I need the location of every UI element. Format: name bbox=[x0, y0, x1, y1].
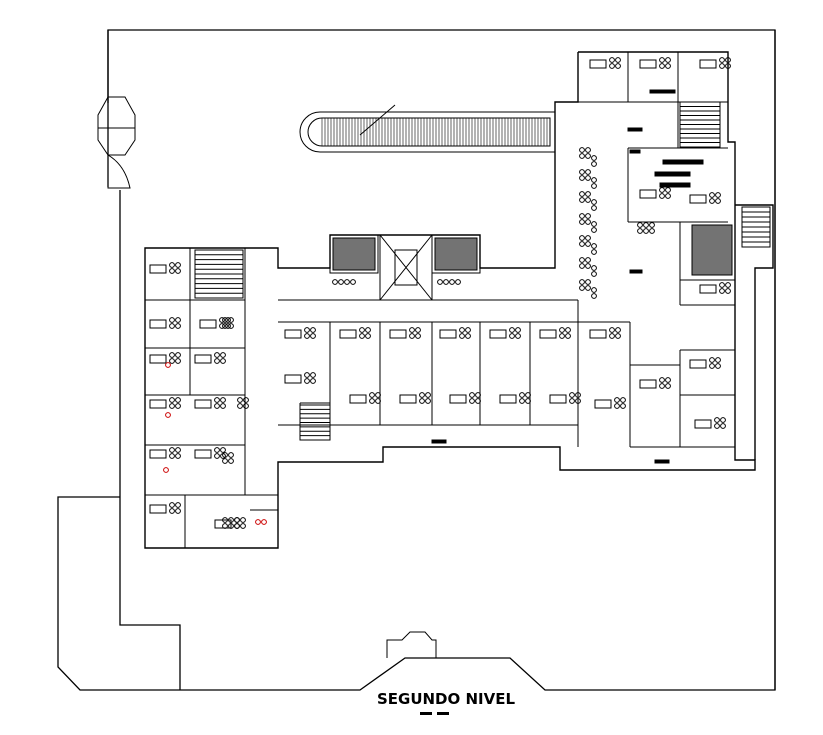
upper-bridge bbox=[299, 104, 556, 153]
left-wing bbox=[145, 248, 278, 548]
hatched-service-area bbox=[332, 237, 376, 271]
left-stair bbox=[194, 249, 244, 299]
hatched-service-area bbox=[691, 224, 733, 276]
turret-element bbox=[97, 96, 136, 189]
hatched-service-area bbox=[434, 237, 478, 271]
annex-stair bbox=[741, 206, 771, 248]
drawing-title: SEGUNDO NIVEL bbox=[377, 690, 516, 708]
title-underline-right bbox=[437, 712, 449, 715]
furniture-symbols bbox=[149, 57, 731, 529]
service-blocks bbox=[329, 234, 481, 301]
mid-stair bbox=[299, 404, 331, 441]
corridor-rooms bbox=[278, 299, 579, 447]
entrance-porch bbox=[386, 631, 437, 658]
right-stair bbox=[679, 101, 721, 148]
hatched-areas bbox=[332, 224, 733, 276]
drawing-title-block: SEGUNDO NIVEL bbox=[377, 690, 516, 715]
site-boundary bbox=[57, 29, 776, 691]
title-underline-left bbox=[420, 712, 432, 715]
